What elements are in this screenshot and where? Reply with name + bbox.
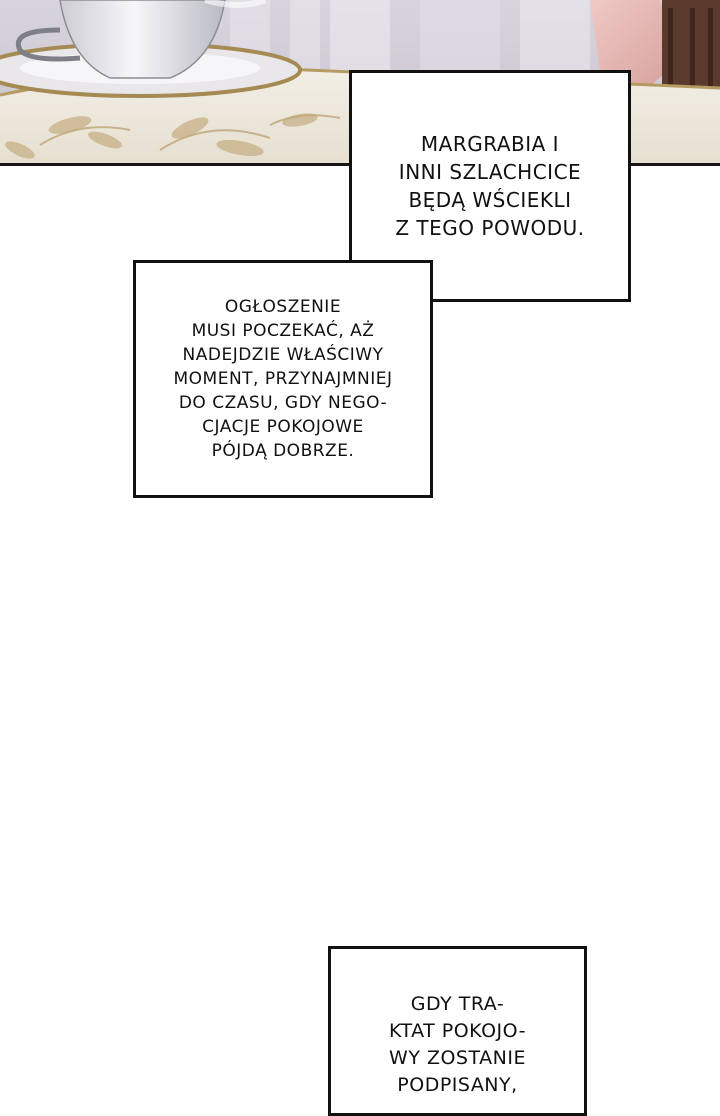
caption-line: PODPISANY, [397, 1074, 518, 1096]
caption-line: WY ZOSTANIE [389, 1047, 526, 1069]
caption-line: NADEJDZIE WŁAŚCIWY [182, 345, 384, 365]
caption-line: BĘDĄ WŚCIEKLI [408, 188, 572, 212]
caption-line: KTAT POKOJO- [388, 1020, 526, 1042]
caption-line: OGŁOSZENIE [224, 297, 342, 317]
caption-line: MOMENT, PRZYNAJMNIEJ [173, 369, 393, 389]
caption-line: Z TEGO POWODU. [395, 216, 585, 240]
caption-text-3: GDY TRA- KTAT POKOJO- WY ZOSTANIE PODPIS… [389, 991, 526, 1099]
caption-line: MARGRABIA I [420, 132, 560, 156]
caption-box-2: OGŁOSZENIE MUSI POCZEKAĆ, AŻ NADEJDZIE W… [133, 260, 433, 498]
caption-box-3: GDY TRA- KTAT POKOJO- WY ZOSTANIE PODPIS… [328, 946, 587, 1116]
caption-line: MUSI POCZEKAĆ, AŻ [191, 321, 375, 341]
caption-text-1: MARGRABIA I INNI SZLACHCICE BĘDĄ WŚCIEKL… [395, 130, 584, 242]
caption-text-2: OGŁOSZENIE MUSI POCZEKAĆ, AŻ NADEJDZIE W… [174, 295, 393, 463]
caption-line: GDY TRA- [410, 993, 505, 1015]
caption-line: PÓJDĄ DOBRZE. [211, 441, 355, 461]
caption-line: CJACJE POKOJOWE [202, 417, 364, 437]
caption-line: INNI SZLACHCICE [398, 160, 582, 184]
caption-line: DO CZASU, GDY NEGO- [178, 393, 388, 413]
